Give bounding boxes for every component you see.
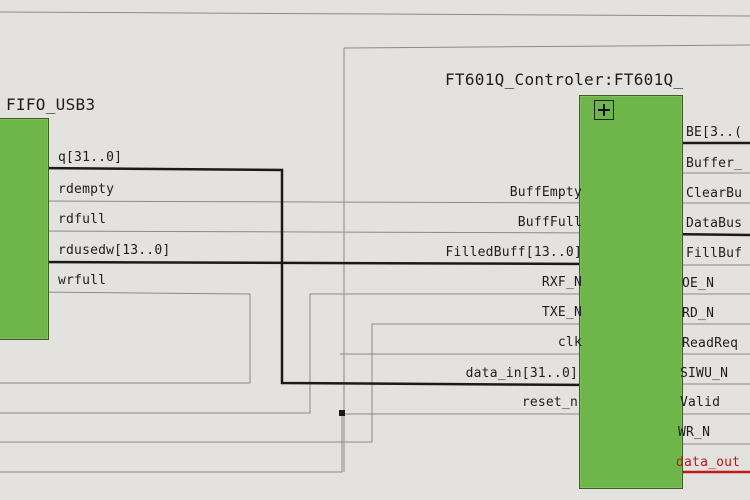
wire-frame-top xyxy=(343,44,750,49)
ctrl-out-fillbuf: FillBuf xyxy=(686,246,743,261)
wire-reset xyxy=(0,413,600,473)
ctrl-out-be: BE[3..( xyxy=(686,125,743,140)
ctrl-in-filledbuff: FilledBuff[13..0] xyxy=(445,245,582,260)
ctrl-out-siwu-n: SIWU_N xyxy=(680,366,729,381)
fifo-title: FIFO_USB3 xyxy=(6,95,96,114)
fifo-port-rdempty: rdempty xyxy=(58,182,115,197)
bus-q xyxy=(35,166,597,387)
plus-box-icon[interactable] xyxy=(594,100,614,120)
wire-rxf xyxy=(0,293,600,414)
fifo-port-rdfull: rdfull xyxy=(58,212,107,227)
ctrl-out-data-out: data_out xyxy=(676,455,741,470)
ctrl-out-buffer: Buffer_ xyxy=(686,156,743,171)
fifo-port-q: q[31..0] xyxy=(58,150,123,165)
ctrl-in-bufffull: BuffFull xyxy=(517,215,582,230)
bus-rdusedw xyxy=(35,260,599,266)
ctrl-out-databus: DataBus xyxy=(686,216,743,231)
ctrl-in-rxf-n: RXF_N xyxy=(541,275,582,290)
ctrl-in-buffempty: BuffEmpty xyxy=(509,185,582,200)
ctrl-in-clk: clk xyxy=(557,335,582,350)
fifo-port-wrfull: wrfull xyxy=(58,273,107,288)
wire-wrfull xyxy=(0,291,251,384)
ctrl-out-valid: Valid xyxy=(680,395,721,410)
fifo-port-rdusedw: rdusedw[13..0] xyxy=(58,243,171,258)
ctrl-out-oe-n: OE_N xyxy=(682,276,715,291)
ctrl-in-data-in: data_in[31..0] xyxy=(465,366,578,381)
ctrl-in-txe-n: TXE_N xyxy=(541,305,582,320)
ctrl-out-rd-n: RD_N xyxy=(682,306,715,321)
ctrl-out-readreq: ReadReq xyxy=(682,336,739,351)
ctrl-out-wr-n: WR_N xyxy=(678,425,711,440)
controller-title: FT601Q_Controler:FT601Q_ xyxy=(445,70,684,89)
ctrl-in-reset-n: reset_n xyxy=(521,395,578,410)
wire-top xyxy=(0,11,750,17)
wire-rdfull xyxy=(35,230,601,234)
controller-block[interactable] xyxy=(579,95,683,489)
wire-rdempty xyxy=(35,200,601,204)
fifo-block[interactable] xyxy=(0,118,49,340)
ctrl-out-clearbu: ClearBu xyxy=(686,186,743,201)
junction-dot xyxy=(339,410,345,416)
